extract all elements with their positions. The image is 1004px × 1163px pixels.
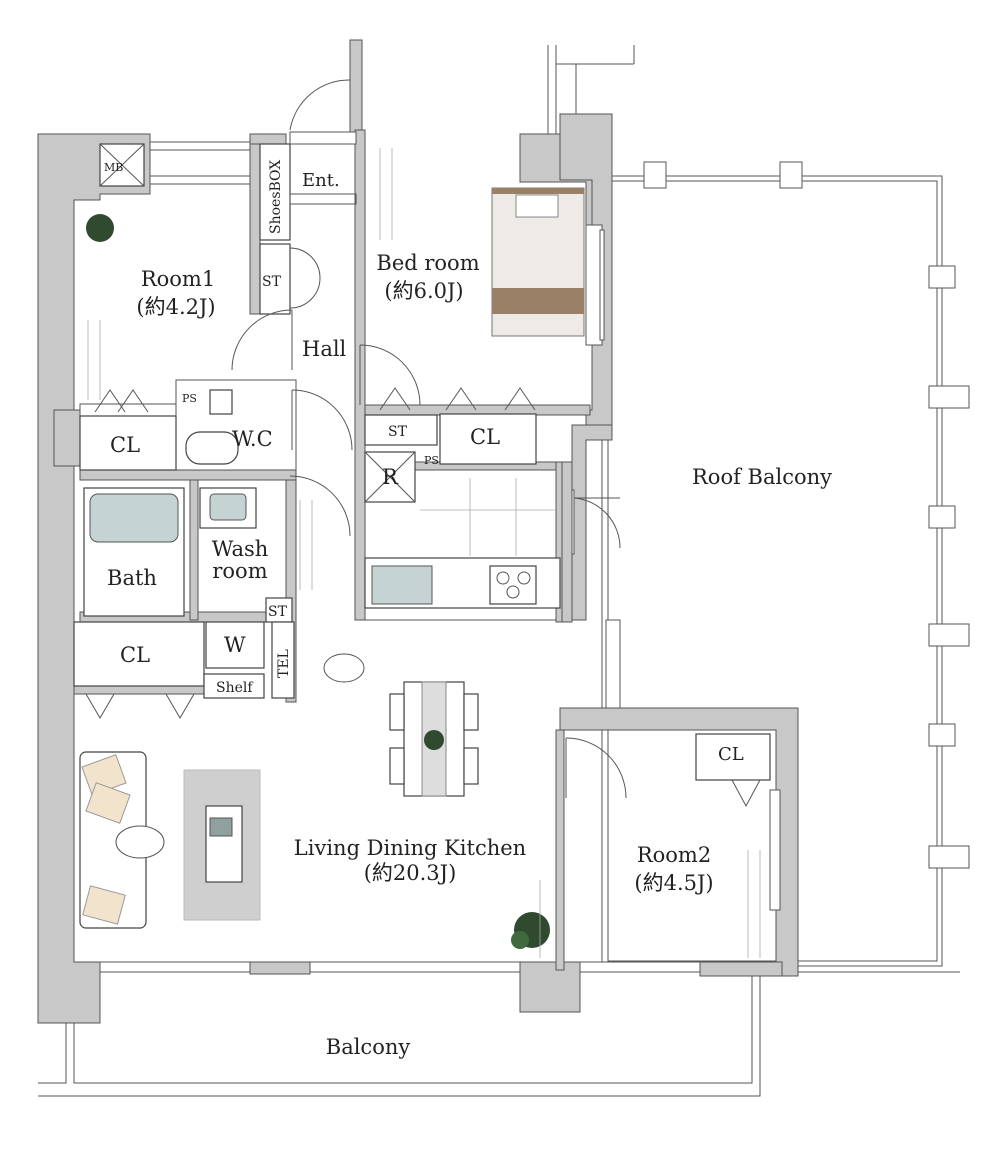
balcony-outline <box>38 971 960 1097</box>
room-labels: MB Ent. ShoesBOX ST Room1 (約4.2J) Bed ro… <box>104 160 832 1059</box>
cl-bed-label: CL <box>470 425 500 449</box>
shoes-box-label: ShoesBOX <box>268 160 284 234</box>
st-upper-label: ST <box>262 274 282 290</box>
exterior-walls <box>37 39 799 1024</box>
wash-room-label-line1: Wash <box>212 537 269 561</box>
wc-label: W.C <box>232 427 273 451</box>
living-furniture <box>79 653 365 929</box>
fixtures <box>83 143 561 669</box>
closet-doors <box>85 387 761 808</box>
shelf-label: Shelf <box>216 680 254 696</box>
floor-accents <box>87 148 761 958</box>
bath-label: Bath <box>107 566 157 590</box>
roof-balcony-label: Roof Balcony <box>692 465 832 489</box>
st-bed-label: ST <box>388 424 408 440</box>
cl-bath-label: CL <box>120 643 150 667</box>
bedroom-size-label: (約6.0J) <box>384 279 463 303</box>
refrigerator-label: R <box>382 465 399 489</box>
room1-size-label: (約4.2J) <box>136 295 215 319</box>
room1-name-label: Room1 <box>141 267 215 291</box>
plants <box>86 214 550 949</box>
tel-label: TEL <box>276 649 292 678</box>
ldk-name-label: Living Dining Kitchen <box>294 836 526 860</box>
dining-table <box>389 681 479 797</box>
mb-label: MB <box>104 161 123 174</box>
wash-room-label-line2: room <box>212 559 267 583</box>
bed <box>491 187 585 337</box>
washer-label: W <box>224 633 246 657</box>
doors <box>231 79 627 799</box>
ldk-size-label: (約20.3J) <box>364 861 457 885</box>
cl-room1-label: CL <box>110 433 140 457</box>
room2-size-label: (約4.5J) <box>634 871 713 895</box>
hall-label: Hall <box>302 337 347 361</box>
room2-name-label: Room2 <box>637 843 711 867</box>
bedroom-name-label: Bed room <box>376 251 479 275</box>
ps-wc-label: PS <box>182 392 197 405</box>
ps-kitchen-label: PS <box>424 454 439 467</box>
entrance-label: Ent. <box>302 170 340 191</box>
balcony-label: Balcony <box>326 1035 411 1059</box>
st-wash-label: ST <box>268 604 288 620</box>
cl-room2-label: CL <box>718 744 744 765</box>
stair-structure <box>547 45 635 134</box>
closets <box>73 413 771 781</box>
